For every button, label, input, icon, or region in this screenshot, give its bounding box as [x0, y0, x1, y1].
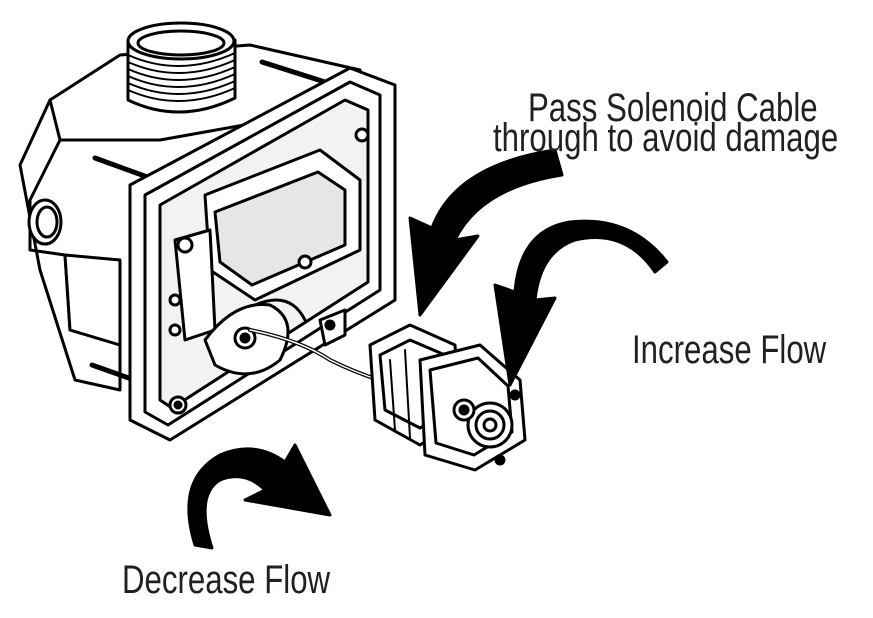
decrease-flow-arrow	[187, 443, 332, 550]
increase-flow-arrow	[493, 219, 669, 387]
flow-control-cartridge	[368, 323, 527, 472]
cable-instruction-line-2: through to avoid damage	[493, 116, 839, 160]
decrease-flow-label: Decrease Flow	[122, 558, 331, 602]
cable-instruction-line-1: Pass Solenoid Cable	[528, 86, 818, 130]
threaded-inlet	[126, 21, 237, 114]
solenoid-assembly	[168, 148, 362, 376]
increase-flow-label: Increase Flow	[632, 328, 827, 372]
cable-direction-arrow	[408, 148, 564, 317]
